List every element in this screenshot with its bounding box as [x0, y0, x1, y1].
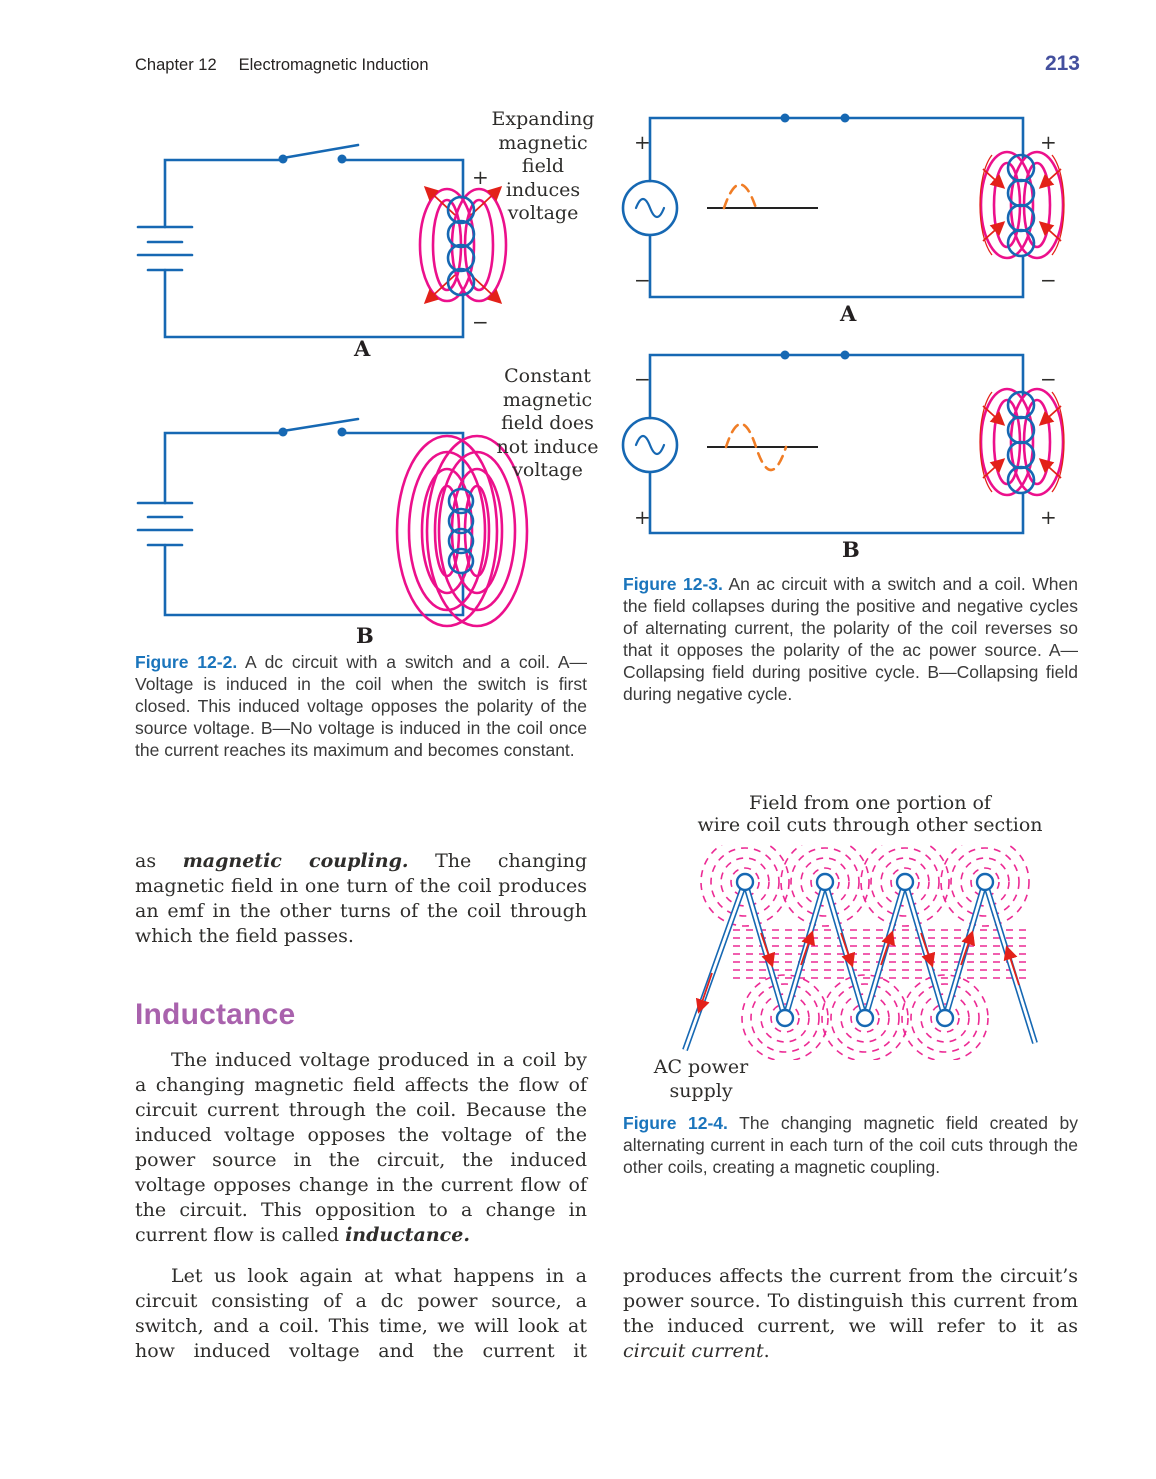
magnetic-field-lines — [395, 434, 529, 628]
caption-lead: Figure 12-2. — [135, 652, 238, 672]
subfigure-label-a: A — [839, 301, 857, 326]
switch-icon — [780, 350, 850, 360]
figure-12-2-caption: Figure 12-2. A dc circuit with a switch … — [135, 651, 587, 761]
text-run: produces affects the current from the ci… — [623, 1265, 1078, 1337]
text-run: . — [763, 1340, 770, 1362]
expanding-field-arrows — [423, 186, 503, 304]
paragraph-circuit-current: produces affects the current from the ci… — [623, 1264, 1078, 1364]
figure-12-4-title: Field from one portion of wire coil cuts… — [650, 792, 1090, 836]
coil-icon — [446, 195, 476, 297]
coil-icon — [1006, 153, 1036, 258]
text-run: The induced voltage produced in a coil b… — [135, 1049, 587, 1246]
chapter-title: Electromagnetic Induction — [238, 56, 429, 74]
source-plus: + — [634, 130, 651, 154]
caption-lead: Figure 12-4. — [623, 1113, 728, 1133]
subfigure-label-b: B — [356, 623, 374, 648]
battery-icon — [136, 501, 194, 547]
source-minus: − — [634, 367, 651, 391]
figure-12-4-diagram — [682, 845, 1038, 1060]
text-run: The changing magnetic field in one turn … — [135, 850, 587, 947]
switch-icon — [780, 113, 850, 123]
coil-icon — [447, 487, 475, 575]
figure-12-3-diagram-a: + − + − A — [621, 113, 1065, 326]
caption-text: The changing magnetic field created by a… — [623, 1113, 1078, 1177]
field-rings-bottom — [741, 974, 989, 1060]
page-header: Chapter 12 Electromagnetic Induction — [135, 56, 429, 75]
ac-source-icon — [621, 416, 679, 474]
source-plus: + — [634, 505, 651, 529]
page-number: 213 — [1044, 52, 1080, 75]
emphasized-term: magnetic coupling. — [182, 850, 409, 872]
figure-12-3-diagram-b: − + − + B — [621, 350, 1065, 562]
subfigure-label-a: A — [353, 336, 371, 361]
figure-12-3-caption: Figure 12-3. An ac circuit with a switch… — [623, 573, 1078, 705]
coil-minus: − — [1040, 367, 1057, 391]
paragraph-inductance-1: The induced voltage produced in a coil b… — [135, 1048, 587, 1248]
chapter-label: Chapter 12 — [135, 56, 217, 74]
title-line: wire coil cuts through other section — [697, 814, 1043, 836]
polarity-minus: − — [472, 310, 489, 334]
coil-icon — [1006, 390, 1036, 495]
collapsing-field-arrows — [979, 154, 1065, 256]
annotation-constant-field: Constant magnetic field does not induce … — [496, 365, 599, 481]
collapsing-field-arrows — [979, 391, 1065, 493]
field-rings-top — [700, 845, 1030, 927]
ac-circuit-wires — [648, 116, 1025, 299]
annotation-expanding-field: Expanding magnetic field induces voltage — [491, 108, 595, 224]
switch-icon — [278, 143, 360, 164]
waveform-positive-half-cycle — [707, 183, 818, 210]
switch-icon — [278, 417, 360, 437]
coil-plus: + — [1040, 505, 1057, 529]
paragraph-inductance-2: Let us look again at what happens in a c… — [135, 1265, 587, 1362]
section-heading-inductance: Inductance — [135, 998, 296, 1031]
text-run: as — [135, 850, 183, 872]
emphasized-term: inductance. — [345, 1224, 470, 1246]
figure-12-2-diagram-a: + − A — [136, 143, 508, 361]
coil-minus: − — [1040, 268, 1057, 292]
ac-power-supply-label: AC power supply — [653, 1056, 749, 1102]
figure-12-2-diagram-b: B — [136, 417, 529, 648]
ac-circuit-wires — [648, 353, 1025, 535]
emphasized-term: circuit current — [623, 1340, 764, 1362]
dc-circuit-wires — [163, 158, 465, 339]
figure-12-4-caption: Figure 12-4. The changing magnetic field… — [623, 1112, 1078, 1178]
current-direction-arrows — [695, 930, 1020, 1014]
source-minus: − — [634, 268, 651, 292]
subfigure-label-b: B — [842, 537, 860, 562]
coil-zigzag-wire — [682, 872, 1038, 1052]
caption-text: An ac circuit with a switch and a coil. … — [623, 574, 1078, 704]
ac-source-icon — [621, 179, 679, 237]
title-line: Field from one portion of — [749, 792, 991, 814]
polarity-plus: + — [472, 165, 489, 189]
battery-icon — [136, 225, 194, 272]
caption-lead: Figure 12-3. — [623, 574, 723, 594]
caption-text: A dc circuit with a switch and a coil. A… — [135, 652, 587, 760]
coil-plus: + — [1040, 130, 1057, 154]
waveform-full-cycle — [707, 422, 818, 472]
dc-circuit-wires — [163, 431, 465, 617]
paragraph-magnetic-coupling: as magnetic coupling. The changing magne… — [135, 849, 587, 949]
